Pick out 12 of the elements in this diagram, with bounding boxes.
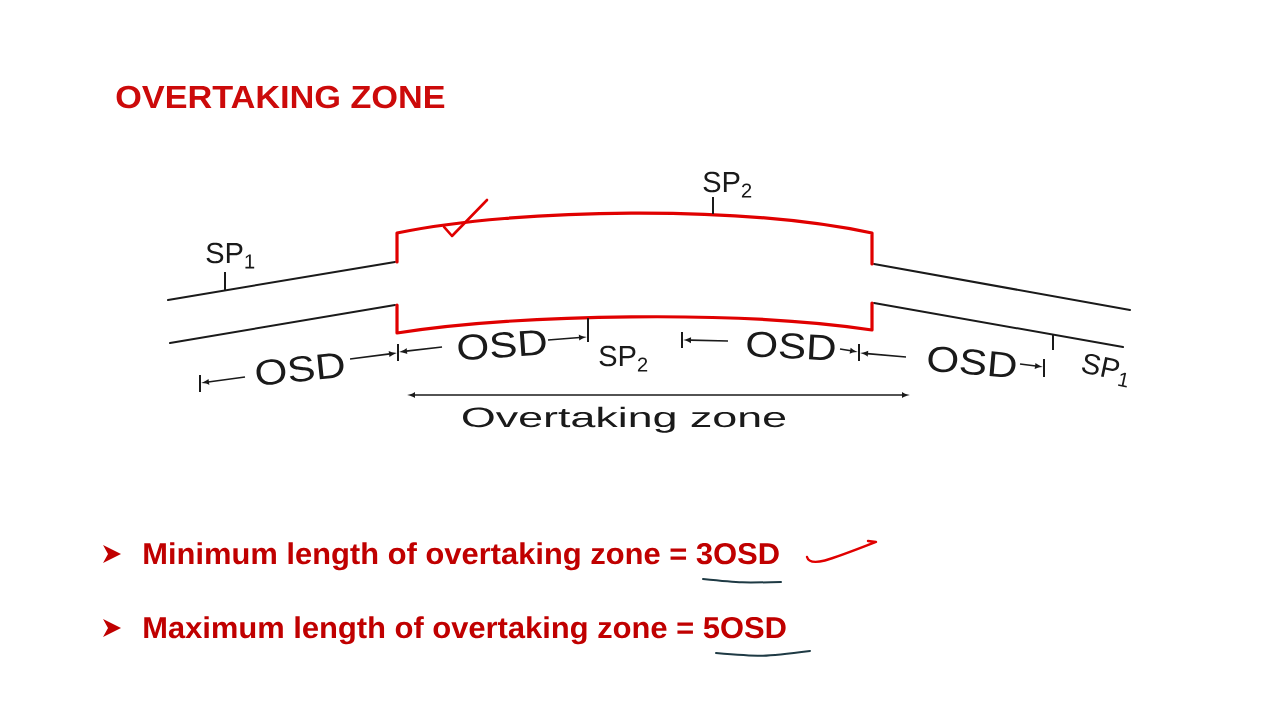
dimension-label: Overtaking zone [463,406,786,433]
title: OVERTAKING ZONE [116,85,445,109]
point-label: SP$_{1}$ [206,242,255,269]
point-label: SP$_{1}$ [1082,353,1127,388]
dimension-label: OSD [928,346,1016,377]
dimension-label: OSD [458,330,546,360]
dimension-label: OSD [256,353,344,385]
dimension-label: OSD [747,331,835,360]
bullet-text: Maximum length of overtaking zone = 5OSD [144,616,786,645]
point-label: SP$_{2}$ [703,171,752,198]
point-label: SP$_{2}$ [599,345,648,372]
bullet-text: Minimum length of overtaking zone = 3OSD [144,542,779,571]
